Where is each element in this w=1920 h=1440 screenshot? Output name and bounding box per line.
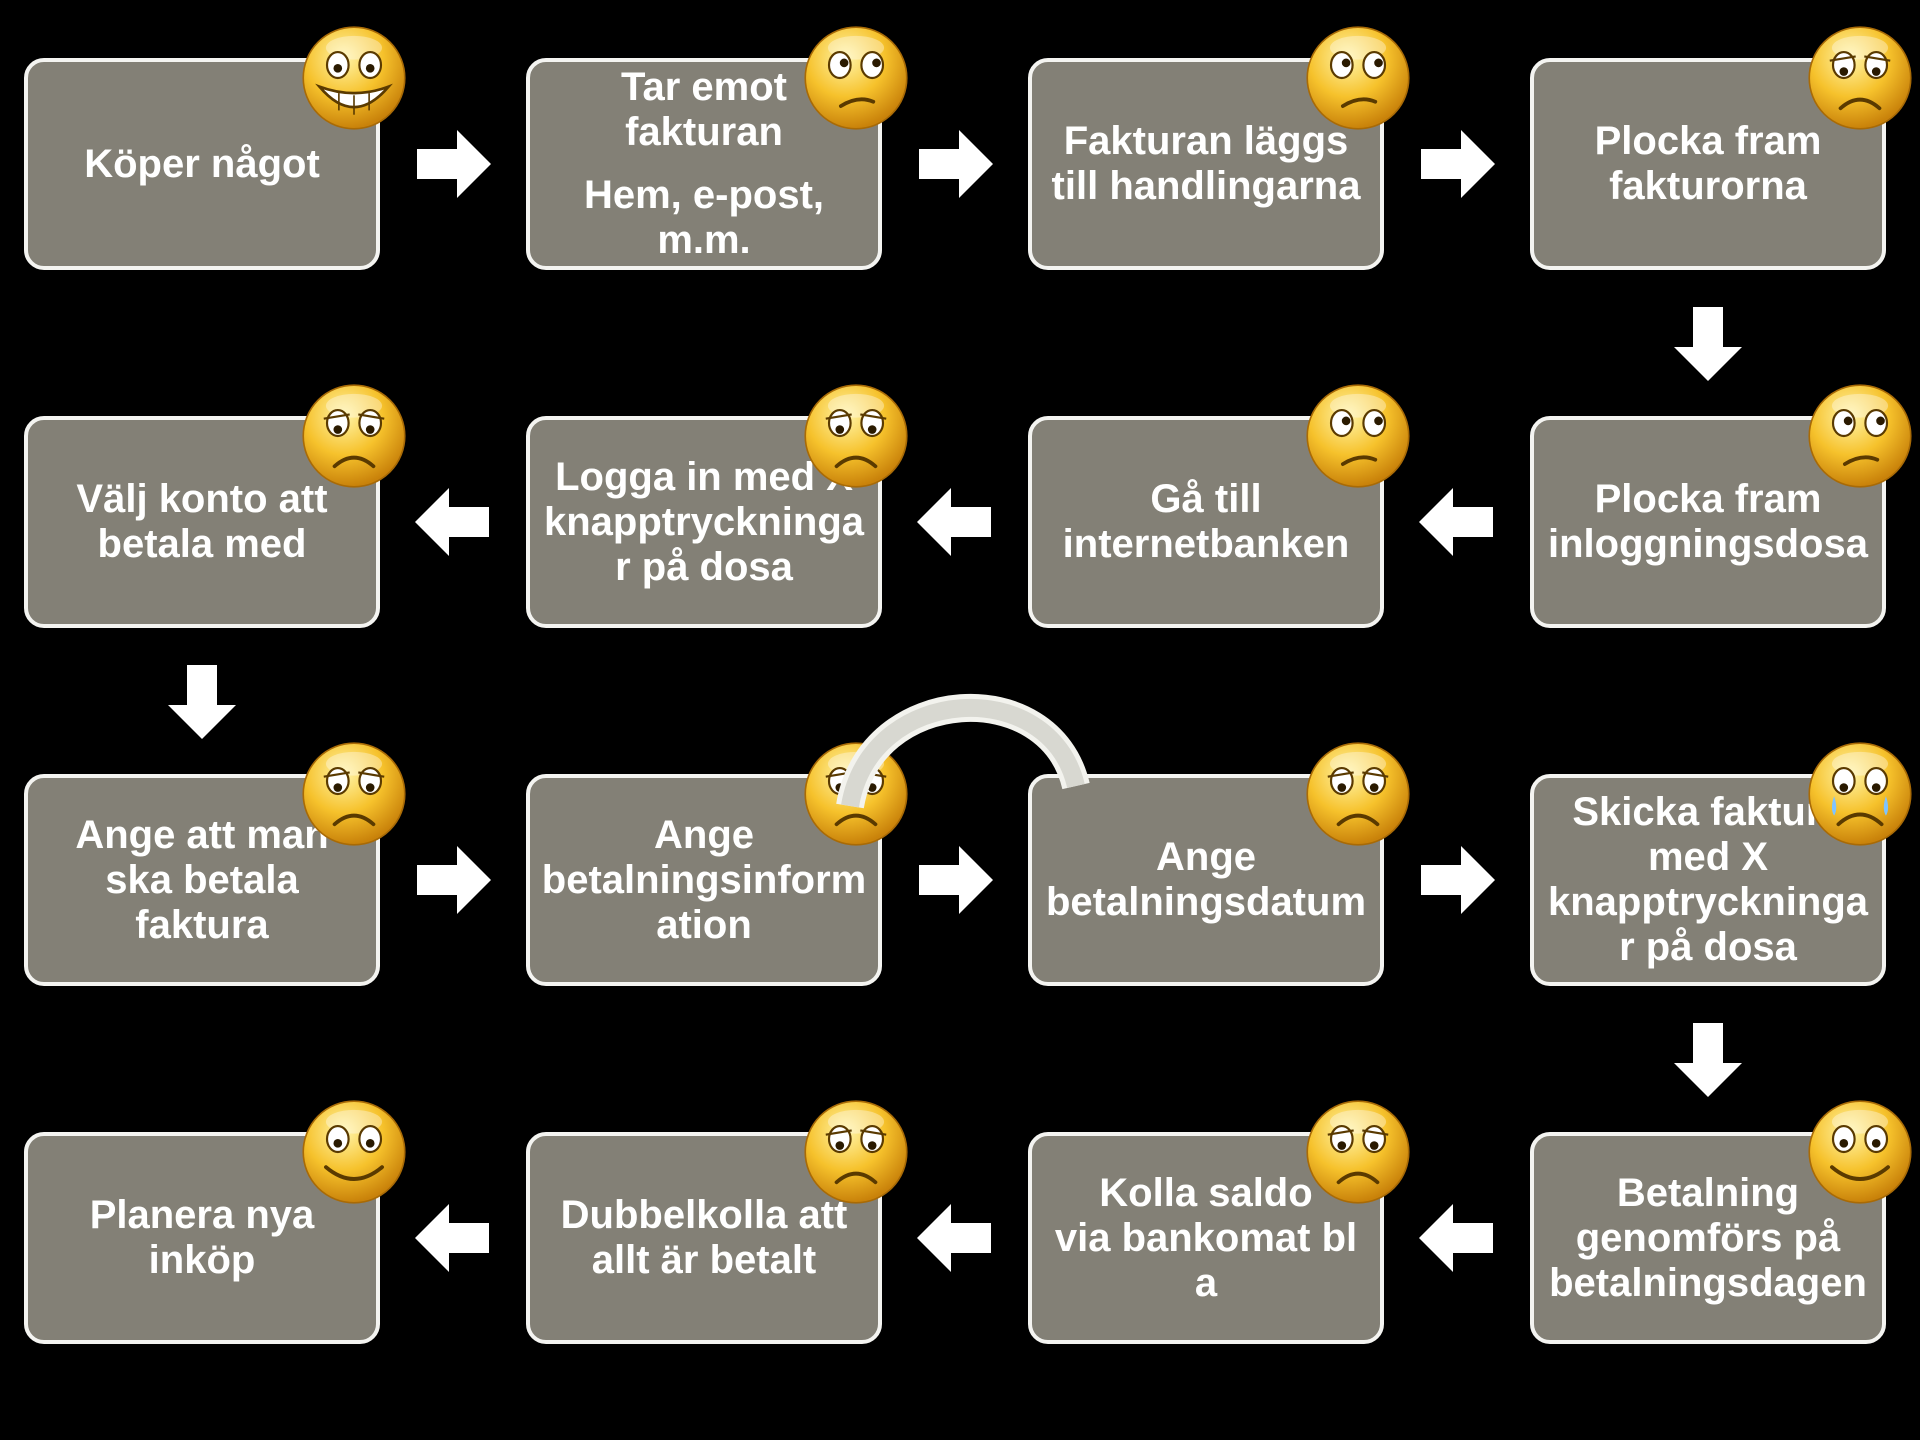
smiling-face-icon [1806, 1098, 1914, 1206]
step-label: Skicka faktura [1572, 790, 1844, 834]
unsure-face-icon [1304, 24, 1412, 132]
step-label: Plocka fram [1594, 119, 1822, 163]
crying-face-icon [1806, 740, 1914, 848]
left-arrow-icon [915, 482, 995, 562]
step-label: r på dosa [1619, 925, 1797, 969]
left-arrow-icon [413, 482, 493, 562]
step-label: internetbanken [1062, 522, 1350, 566]
step-label: Ange [1156, 835, 1256, 879]
step-label: Plocka fram [1594, 477, 1822, 521]
step-label: betala med [97, 522, 307, 566]
sad-face-icon [1304, 1098, 1412, 1206]
step-sublabel: Hem, e-post,m.m. [584, 173, 824, 263]
down-arrow-icon [1668, 1019, 1748, 1099]
step-label: via bankomat bl [1054, 1215, 1358, 1260]
step-label: Logga in med X [555, 454, 853, 499]
left-arrow-icon [1417, 482, 1497, 562]
step-label: ska betala [105, 857, 299, 902]
right-arrow-icon [413, 840, 493, 920]
step-label: inköp [148, 1238, 256, 1282]
unsure-face-icon [1806, 382, 1914, 490]
step-label: allt är betalt [591, 1238, 817, 1282]
sad-face-icon [802, 382, 910, 490]
down-arrow-icon [162, 661, 242, 741]
sad-face-icon [300, 740, 408, 848]
step-label: knapptryckninga [1547, 880, 1869, 924]
step-label: Ange att man [75, 812, 329, 857]
step-label: Gå till [1150, 477, 1262, 521]
step-label: r på dosa [615, 544, 793, 589]
down-arrow-icon [1668, 303, 1748, 383]
step-label: betalningsdatum [1045, 880, 1367, 924]
step-sublabel-line: m.m. [657, 218, 751, 262]
right-arrow-icon [915, 840, 995, 920]
sad-face-icon [1304, 740, 1412, 848]
step-sublabel-line: Hem, e-post, [583, 173, 825, 217]
right-arrow-icon [1417, 840, 1497, 920]
step-label: med X [1647, 835, 1769, 879]
step-label: Köper något [84, 141, 320, 186]
step-label: inloggningsdosa [1548, 522, 1868, 566]
step-label: Fakturan läggs [1063, 119, 1349, 163]
step-label: Betalning [1616, 1170, 1800, 1215]
sad-face-icon [300, 382, 408, 490]
smiling-face-icon [300, 1098, 408, 1206]
step-label: Planera nya [89, 1193, 315, 1237]
right-arrow-icon [915, 124, 995, 204]
right-arrow-icon [413, 124, 493, 204]
step-label: fakturorna [1609, 164, 1807, 208]
step-label: betalningsdagen [1549, 1260, 1867, 1305]
step-label: till handlingarna [1051, 164, 1361, 208]
sad-face-icon [802, 1098, 910, 1206]
step-label: genomförs på [1575, 1215, 1841, 1260]
loop-back-arrow [836, 693, 1090, 809]
grinning-face-icon [300, 24, 408, 132]
step-label: Välj konto att [76, 477, 328, 521]
right-arrow-icon [1417, 124, 1497, 204]
step-label: Dubbelkolla att [560, 1193, 848, 1237]
step-label: fakturan [625, 110, 783, 154]
step-label: a [1194, 1260, 1218, 1305]
unsure-face-icon [802, 24, 910, 132]
left-arrow-icon [1417, 1198, 1497, 1278]
left-arrow-icon [915, 1198, 995, 1278]
step-label: Ange [654, 812, 754, 857]
step-label: betalningsinform [541, 857, 867, 902]
left-arrow-icon [413, 1198, 493, 1278]
sad-face-icon [1806, 24, 1914, 132]
step-label: Tar emot [621, 65, 787, 109]
step-label: knapptryckninga [543, 499, 865, 544]
step-label: Kolla saldo [1099, 1170, 1313, 1215]
step-label: ation [656, 902, 752, 947]
step-label: faktura [135, 902, 269, 947]
unsure-face-icon [1304, 382, 1412, 490]
